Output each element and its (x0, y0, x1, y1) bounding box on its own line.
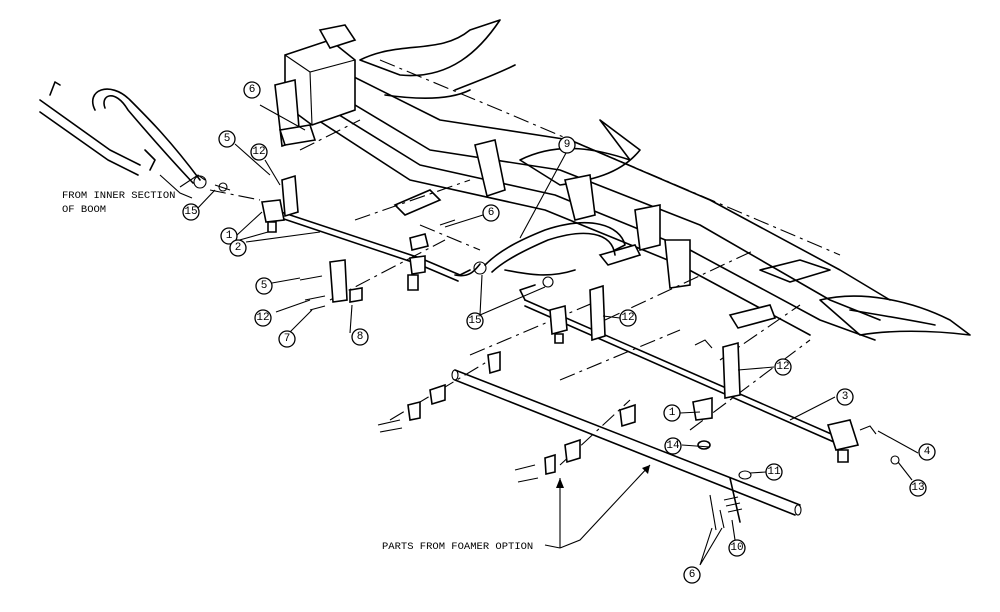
callout-item-6: 6 (243, 81, 261, 99)
callout-item-5: 5 (218, 130, 236, 148)
callout-item-13: 13 (909, 479, 927, 497)
notes: FROM INNER SECTION OF BOOM PARTS FROM FO… (62, 190, 533, 553)
svg-text:3: 3 (842, 391, 849, 403)
callout-item-1: 1 (663, 404, 681, 422)
callouts: 1 2 5 5 6 6 6 7 8 9 12 12 12 12 15 15 1 … (182, 81, 936, 584)
callout-item-15: 15 (182, 203, 200, 221)
svg-text:11: 11 (767, 466, 781, 478)
upper-spray-bar (261, 174, 481, 311)
svg-text:12: 12 (256, 312, 269, 324)
svg-text:1: 1 (669, 407, 676, 419)
callout-item-3: 3 (836, 388, 854, 406)
callout-item-14: 14 (664, 437, 682, 455)
callout-item-15: 15 (466, 312, 484, 330)
svg-text:8: 8 (357, 331, 364, 343)
svg-text:12: 12 (776, 361, 789, 373)
foamer-bar (377, 350, 802, 531)
note-foamer-option: PARTS FROM FOAMER OPTION (382, 541, 533, 553)
callout-item-8: 8 (351, 328, 369, 346)
svg-text:5: 5 (224, 133, 231, 145)
note-inner-section-line1: FROM INNER SECTION (62, 190, 175, 202)
svg-text:15: 15 (184, 206, 197, 218)
svg-text:14: 14 (666, 440, 680, 452)
callout-item-7: 7 (278, 330, 296, 348)
callout-item-2: 2 (229, 239, 247, 257)
callout-item-6: 6 (482, 204, 500, 222)
svg-text:5: 5 (261, 280, 268, 292)
svg-text:1: 1 (226, 230, 233, 242)
callout-item-9: 9 (558, 136, 576, 154)
svg-text:6: 6 (689, 569, 696, 581)
lower-spray-bar (524, 284, 900, 465)
svg-text:7: 7 (284, 333, 291, 345)
callout-item-12: 12 (250, 143, 268, 161)
callout-item-12: 12 (619, 309, 637, 327)
note-inner-section-line2: OF BOOM (62, 204, 106, 216)
callout-item-10: 10 (728, 539, 746, 557)
svg-text:15: 15 (468, 315, 481, 327)
connecting-hose (473, 222, 626, 301)
svg-text:12: 12 (621, 312, 634, 324)
svg-text:10: 10 (730, 542, 743, 554)
callout-item-4: 4 (918, 443, 936, 461)
svg-text:12: 12 (252, 146, 265, 158)
svg-text:9: 9 (564, 139, 571, 151)
callout-item-11: 11 (765, 463, 783, 481)
boom-frame (274, 19, 971, 341)
callout-item-5: 5 (255, 277, 273, 295)
callout-item-12: 12 (774, 358, 792, 376)
svg-text:6: 6 (488, 207, 495, 219)
svg-text:4: 4 (924, 446, 931, 458)
inner-boom-hose (39, 81, 231, 192)
svg-text:6: 6 (249, 84, 256, 96)
svg-text:13: 13 (911, 482, 924, 494)
alignment-lines (209, 59, 841, 466)
leader-lines (159, 104, 919, 566)
callout-item-12: 12 (254, 309, 272, 327)
callout-item-1: 1 (220, 227, 238, 245)
svg-text:2: 2 (235, 242, 242, 254)
callout-item-6: 6 (683, 566, 701, 584)
